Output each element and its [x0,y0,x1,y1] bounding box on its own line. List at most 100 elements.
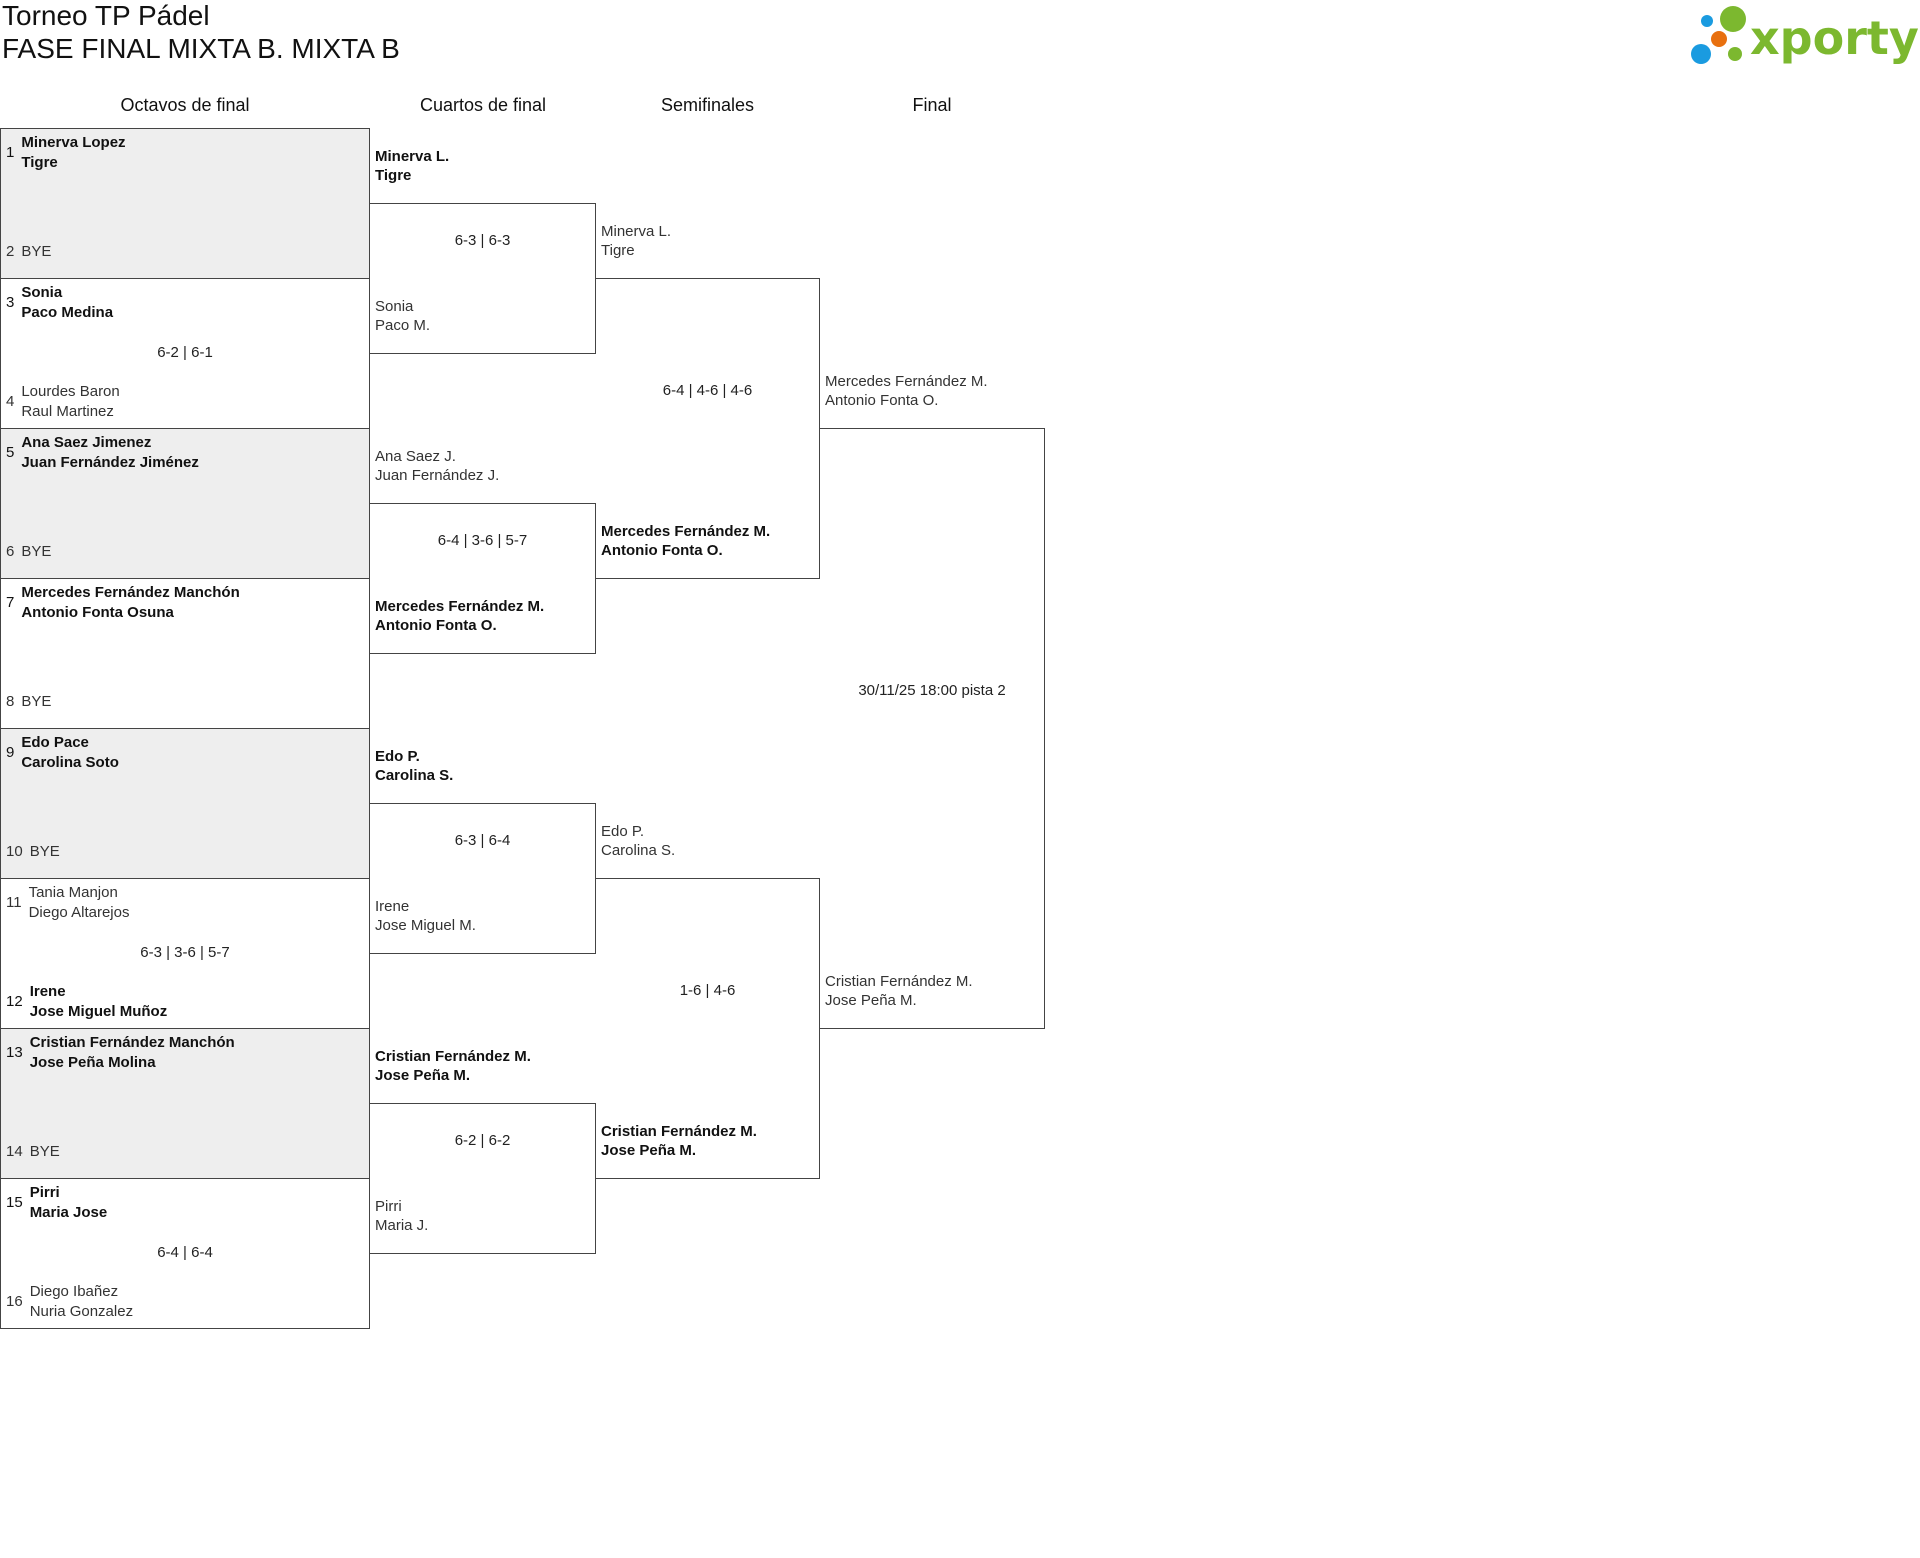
svg-text:xporty: xporty [1750,11,1918,65]
player-name: Mercedes Fernández Manchón [21,584,240,601]
player-name: Nuria Gonzalez [29,1302,134,1320]
team-names: Cristian Fernández M.Jose Peña M. [601,1122,757,1161]
team-names: BYE [21,242,51,262]
match-score: 6-4 | 4-6 | 4-6 [662,382,753,399]
player-name: Jose Peña Molina [29,1053,156,1071]
player-name: Tigre [375,167,412,184]
seed-number: 13 [6,1043,23,1061]
player-name: Jose Miguel Muñoz [29,1002,168,1020]
player-name: Edo P. [375,747,420,765]
team-names: Minerva L.Tigre [601,222,671,261]
final-match-connector [819,428,1045,1029]
player-name: Mercedes Fernández M. [375,597,545,615]
team-names: Mercedes Fernández M.Antonio Fonta O. [825,372,988,411]
team-names: Edo P.Carolina S. [601,822,675,861]
match-score: 6-3 | 6-3 [454,232,511,249]
player-name: Minerva L. [601,222,672,240]
team-entry[interactable]: Cristian Fernández M.Jose Peña M. [375,1047,531,1086]
seed-number: 12 [6,992,23,1010]
team-names: Minerva L.Tigre [375,147,449,186]
octavos-match [0,1028,370,1179]
player-name: Carolina S. [601,842,676,859]
seed-number: 14 [6,1143,23,1160]
team-entry[interactable]: Edo P.Carolina S. [375,747,453,786]
column-header-1: Cuartos de final [419,95,547,115]
column-header-0: Octavos de final [120,95,250,115]
team-entry[interactable]: Ana Saez J.Juan Fernández J. [375,447,499,486]
team-names: Mercedes Fernández M. Antonio Fonta O. [601,522,770,561]
player-name: Antonio Fonta O. [601,542,723,559]
player-name: Lourdes Baron [21,383,120,400]
player-name: BYE [21,243,52,260]
team-entry[interactable]: Cristian Fernández M.Jose Peña M. [825,972,973,1011]
player-name: Tigre [21,153,58,171]
team-entry[interactable]: Minerva L.Tigre [375,147,449,186]
player-name: Sonia [21,284,63,301]
player-name: Diego Ibañez [29,1283,119,1300]
octavos-match [0,728,370,879]
seed-number: 16 [6,1292,23,1310]
team-entry[interactable]: Minerva L.Tigre [601,222,671,261]
team-names: Edo P.Carolina S. [375,747,453,786]
team-names: Cristian Fernández M.Jose Peña M. [825,972,973,1011]
seed-number: 3 [6,293,15,311]
xporty-logo[interactable]: xporty [1688,2,1919,68]
player-name: Tania Manjon [28,884,118,901]
team-names: Mercedes Fernández M. Antonio Fonta O. [375,597,544,636]
team-names: Cristian Fernández M.Jose Peña M. [375,1047,531,1086]
team-entry[interactable]: Cristian Fernández M.Jose Peña M. [601,1122,757,1161]
player-name: Ana Saez J. [375,447,456,465]
seed-number: 11 [6,893,22,911]
player-name: Mercedes Fernández M. [601,522,771,540]
seed-number: 5 [6,443,15,461]
match-score: 30/11/25 18:00 pista 2 [858,682,1006,699]
player-name: Antonio Fonta O. [375,617,497,634]
player-name: Diego Altarejos [28,903,130,921]
team-entry[interactable]: Mercedes Fernández M. Antonio Fonta O. [375,597,544,636]
column-header-3: Final [912,95,952,115]
team-entry[interactable]: Mercedes Fernández M. Antonio Fonta O. [601,522,770,561]
player-name: BYE [21,543,52,560]
team-entry[interactable]: Edo P.Carolina S. [601,822,675,861]
team-entry[interactable]: Mercedes Fernández M.Antonio Fonta O. [825,372,988,411]
player-name: Irene [29,983,66,1000]
match-score: 6-2 | 6-2 [454,1132,511,1149]
seed-number: 4 [6,392,15,410]
player-name: Cristian Fernández Manchón [29,1034,235,1051]
player-name: Mercedes Fernández M. [825,372,988,390]
seed-number: 9 [6,743,15,761]
player-name: Raul Martinez [21,402,114,420]
seed-number: 1 [6,143,15,161]
match-score: 6-4 | 6-4 [157,1244,213,1261]
match-score: 6-3 | 3-6 | 5-7 [140,944,230,961]
player-name: Antonio Fonta Osuna [21,603,174,621]
player-name: Maria J. [375,1217,429,1234]
seed-number: 10 [6,843,23,860]
